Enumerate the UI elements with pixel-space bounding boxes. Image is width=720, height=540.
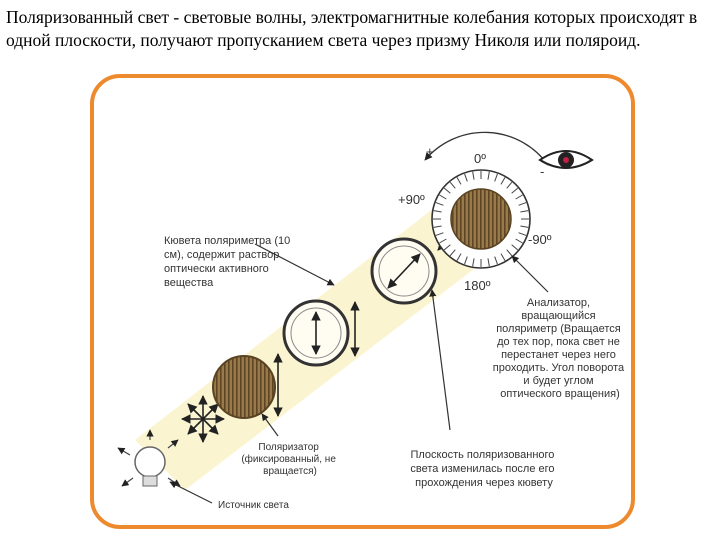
unpolarized-light-icon	[181, 395, 225, 443]
dial-tick	[511, 187, 519, 194]
dial-tick	[500, 177, 506, 185]
scale-sign-plus: +	[426, 144, 434, 159]
dial-tick	[433, 210, 442, 213]
rotated-polarization-disc	[370, 219, 467, 305]
dial-tick	[472, 171, 475, 180]
dial-tick	[511, 244, 519, 251]
dial-tick	[515, 238, 523, 244]
dial-tick	[515, 194, 523, 200]
dial-tick	[520, 210, 529, 213]
dial-tick	[449, 249, 456, 257]
dial-tick	[443, 244, 451, 251]
dial-tick	[518, 202, 527, 206]
dial-tick	[494, 173, 498, 182]
dial-tick	[449, 181, 456, 189]
scale-label-bottom: 180º	[464, 278, 491, 293]
scale-sign-minus: -	[540, 164, 544, 179]
label-source: Источник света	[218, 500, 289, 511]
scale-label-right: -90º	[528, 232, 552, 247]
caption-text: Поляризованный свет - световые волны, эл…	[6, 7, 698, 50]
cuvette	[282, 299, 360, 367]
dial-tick	[506, 249, 513, 257]
label-analyzer: Анализатор, вращающийся поляриметр (Вращ…	[493, 297, 627, 400]
dial-tick	[464, 256, 468, 265]
dial-tick	[494, 256, 498, 265]
label-cuvette: Кювета поляриметра (10 см), содержит рас…	[164, 235, 293, 289]
eye-icon	[538, 150, 594, 169]
dial-tick	[435, 202, 444, 206]
dial-tick	[500, 253, 506, 261]
dial-tick	[435, 232, 444, 236]
dial-tick	[472, 258, 475, 267]
dial-tick	[456, 253, 462, 261]
dial-tick	[439, 194, 447, 200]
dial-tick	[520, 225, 529, 228]
label-plane: Плоскость поляризованного света изменила…	[410, 449, 557, 489]
light-bulb-icon	[117, 429, 181, 487]
dial-tick	[439, 238, 447, 244]
dial-tick	[443, 187, 451, 194]
dial-tick	[456, 177, 462, 185]
dial-tick	[487, 258, 490, 267]
dial-tick	[518, 232, 527, 236]
dial-tick	[433, 225, 442, 228]
dial-tick	[487, 171, 490, 180]
polarizer-filter	[212, 353, 283, 419]
dial-tick	[464, 173, 468, 182]
scale-label-left: +90º	[398, 192, 425, 207]
scale-label-top: 0º	[474, 151, 486, 166]
label-polarizer: Поляризатор (фиксированный, не вращается…	[241, 442, 338, 477]
dial-tick	[506, 181, 513, 189]
analyzer-dial	[424, 131, 549, 269]
